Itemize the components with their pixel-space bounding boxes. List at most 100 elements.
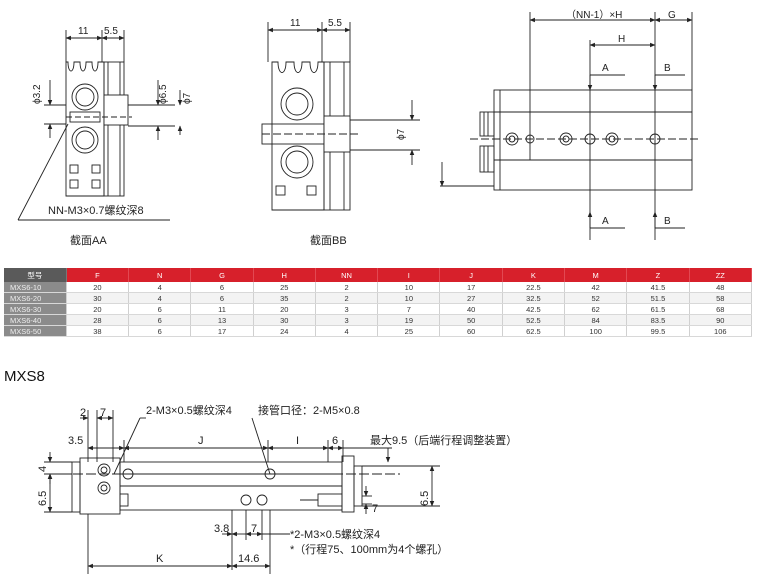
cell-model: MXS6-20 [4,292,67,304]
cell: 42 [564,282,628,293]
mxs8-dim-3-8: 3.8 [214,523,229,535]
cell: 35 [253,292,316,304]
aa-dim-phi-6-5: ϕ6.5 [158,84,169,104]
aa-dim-5-5: 5.5 [104,26,118,37]
cell: 4 [315,325,379,337]
side-dim-h: H [618,34,625,45]
cell: 83.5 [626,314,690,326]
side-label-b-top: B [664,63,671,74]
table-row: MXS6-30 20 6 11 20 3 7 40 42.5 62 61.5 6… [4,303,753,315]
table-row: MXS6-50 38 6 17 24 4 25 60 62.5 100 99.5… [4,325,753,337]
header-zz: ZZ [689,268,753,282]
cell: 20 [253,303,316,315]
cell: 6 [190,292,254,304]
cell: 20 [66,303,130,315]
header-model: 型号 [4,268,67,282]
cell-model: MXS6-10 [4,282,67,293]
mxs8-drawing [44,410,440,574]
aa-caption: 截面AA [70,233,107,247]
header-n: N [128,268,192,282]
side-dim-g: G [668,10,676,21]
cell: 6 [128,314,192,326]
cell: 10 [377,292,441,304]
cell: 30 [66,292,130,304]
header-k: K [502,268,566,282]
cell-model: MXS6-50 [4,325,67,337]
cell: 62 [564,303,628,315]
side-label-a-bottom: A [602,216,609,227]
bb-caption: 截面BB [310,233,347,247]
aa-thread-note: NN-M3×0.7螺纹深8 [48,203,144,217]
mxs8-dim-6: 6 [332,435,338,447]
cell: 13 [190,314,254,326]
section-aa-drawing [17,30,183,221]
cell: 22.5 [502,282,566,293]
cell: 58 [689,292,753,304]
mxs8-dim-7-bottom: 7 [251,523,257,535]
cell: 17 [439,282,503,293]
cell: 7 [377,303,441,315]
cell: 27 [439,292,503,304]
cell: 30 [253,314,316,326]
cell: 17 [190,325,254,337]
cell: 10 [377,282,441,293]
table-row: MXS6-20 30 4 6 35 2 10 27 32.5 52 51.5 5… [4,292,753,304]
cell: 61.5 [626,303,690,315]
table-row: MXS6-40 28 6 13 30 3 19 50 52.5 84 83.5 … [4,314,753,326]
section-title-mxs8: MXS8 [4,368,45,385]
side-label-a-top: A [602,63,609,74]
cell: 11 [190,303,254,315]
mxs8-dim-14-6: 14.6 [238,553,259,565]
bb-dim-phi-7: ϕ7 [396,128,407,140]
cell: 84 [564,314,628,326]
cell: 40 [439,303,503,315]
header-h: H [253,268,316,282]
header-m: M [564,268,628,282]
mxs8-note-port: 接管口径：2-M5×0.8 [258,403,360,417]
cell: 25 [377,325,441,337]
table-row: MXS6-10 20 4 6 25 2 10 17 22.5 42 41.5 4… [4,282,753,293]
cell: 50 [439,314,503,326]
aa-dim-11: 11 [78,26,89,37]
mxs8-dim-6-5-left: 6.5 [37,491,49,506]
cell: 2 [315,292,379,304]
cell: 90 [689,314,753,326]
cell: 19 [377,314,441,326]
cell: 4 [128,282,192,293]
cell: 6 [128,325,192,337]
cell: 60 [439,325,503,337]
cell: 2 [315,282,379,293]
section-bb-drawing [261,22,420,211]
mxs8-dim-k: K [156,553,164,565]
mxs8-dim-7-top: 7 [100,407,106,419]
mxs8-dim-2: 2 [80,407,86,419]
header-g: G [190,268,254,282]
cell: 6 [190,282,254,293]
cell: 51.5 [626,292,690,304]
header-f: F [66,268,130,282]
cell: 3 [315,303,379,315]
cell: 52 [564,292,628,304]
mxs8-note-max: 最大9.5（后端行程调整装置） [370,433,517,447]
header-i: I [377,268,441,282]
mxs8-note-star1: *2-M3×0.5螺纹深4 [290,527,380,541]
cell: 106 [689,325,753,337]
table-header-row: 型号 F N G H NN I J K M Z ZZ [4,268,753,282]
cell: 6 [128,303,192,315]
cell: 28 [66,314,130,326]
cell: 32.5 [502,292,566,304]
header-j: J [439,268,503,282]
mxs8-dim-i: I [296,435,299,447]
side-view-drawing [439,12,700,240]
cell: 68 [689,303,753,315]
cell: 52.5 [502,314,566,326]
side-label-b-bottom: B [664,216,671,227]
dimension-table: 型号 F N G H NN I J K M Z ZZ MXS6-10 20 4 … [4,268,753,337]
bb-dim-5-5: 5.5 [328,18,342,29]
header-z: Z [626,268,690,282]
mxs8-dim-6-5-right: 6.5 [419,491,431,506]
cell: 3 [315,314,379,326]
side-dim-nn-h: （NN-1）×H [566,9,622,21]
cell: 38 [66,325,130,337]
